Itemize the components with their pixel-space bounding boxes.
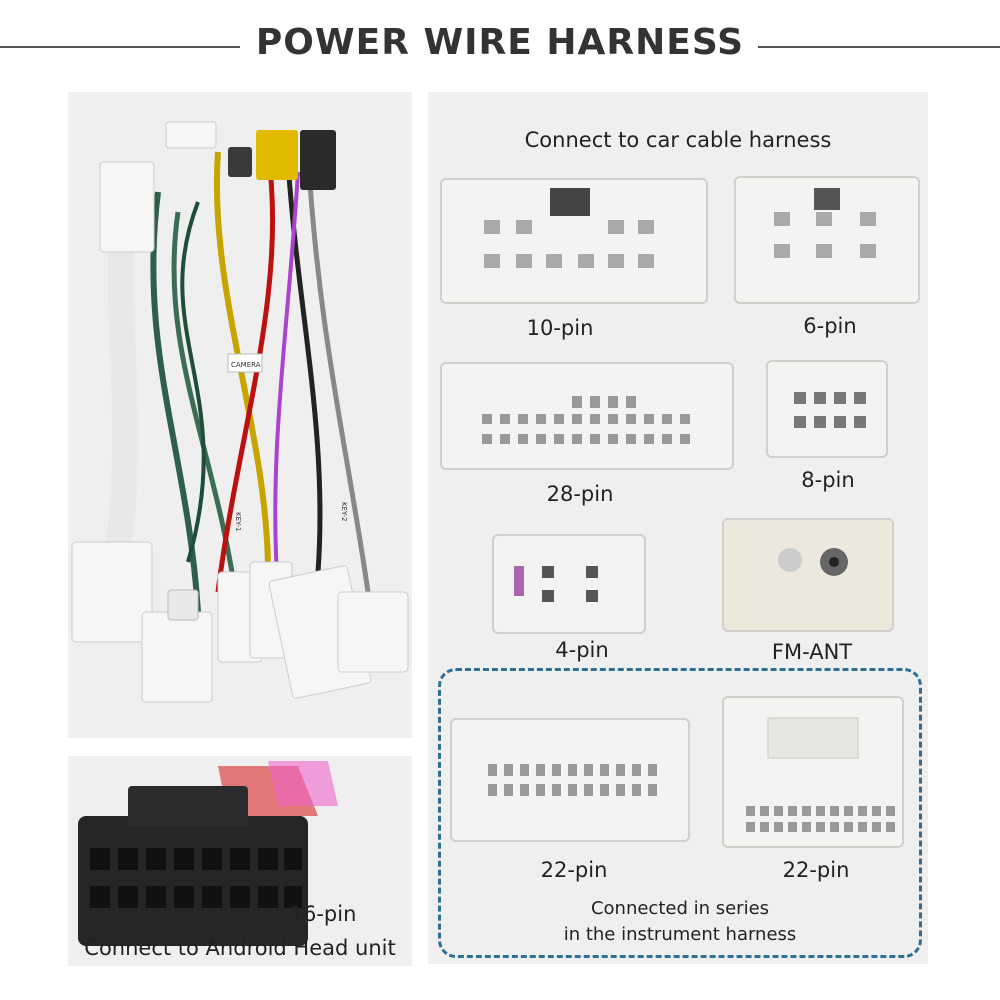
harness-photo-panel: CAMERA KEY-1 KEY-2 <box>68 92 412 738</box>
label-22-pin-a: 22-pin <box>540 858 608 882</box>
right-heading: Connect to car cable harness <box>524 128 832 152</box>
connector-fm-ant <box>722 518 894 632</box>
label-4-pin: 4-pin <box>555 638 609 662</box>
label-series-line2: in the instrument harness <box>563 924 797 945</box>
16-pin-connector-illustration <box>78 761 338 946</box>
series-connectors-group <box>438 668 922 958</box>
harness-illustration: CAMERA KEY-1 KEY-2 <box>71 121 409 703</box>
connector-22-pin-a <box>450 718 690 842</box>
page-title-text: POWER WIRE HARNESS <box>241 22 759 63</box>
4-pin-terminals <box>514 566 598 602</box>
label-28-pin: 28-pin <box>546 482 614 506</box>
connector-4-pin <box>492 534 646 634</box>
label-fm-ant: FM-ANT <box>771 640 853 664</box>
connector-28-pin <box>440 362 734 470</box>
label-8-pin: 8-pin <box>801 468 855 492</box>
label-16-pin: 16-pin <box>289 902 357 926</box>
page-title: POWER WIRE HARNESS <box>0 22 1000 63</box>
fm-ant-socket <box>778 548 848 576</box>
22-pin-b-terminals <box>746 717 895 832</box>
connector-10-pin <box>440 178 708 304</box>
8-pin-terminals <box>794 392 866 428</box>
label-10-pin: 10-pin <box>526 316 594 340</box>
tag-key1: KEY-1 <box>234 512 242 531</box>
head-unit-panel <box>68 756 412 966</box>
label-22-pin-b: 22-pin <box>782 858 850 882</box>
10-pin-terminals <box>484 188 654 268</box>
connector-6-pin <box>734 176 920 304</box>
tag-key2: KEY-2 <box>340 502 348 521</box>
connector-8-pin <box>766 360 888 458</box>
label-connect-head-unit: Connect to Android Head unit <box>84 936 396 960</box>
28-pin-terminals <box>482 396 690 444</box>
6-pin-terminals <box>774 188 876 258</box>
connector-22-pin-b <box>722 696 904 848</box>
label-6-pin: 6-pin <box>803 314 857 338</box>
title-rule-right <box>715 46 1000 48</box>
title-rule-left <box>0 46 240 48</box>
label-series-line1: Connected in series <box>590 898 770 919</box>
tag-camera: CAMERA <box>231 361 261 369</box>
22-pin-a-terminals <box>488 764 657 796</box>
